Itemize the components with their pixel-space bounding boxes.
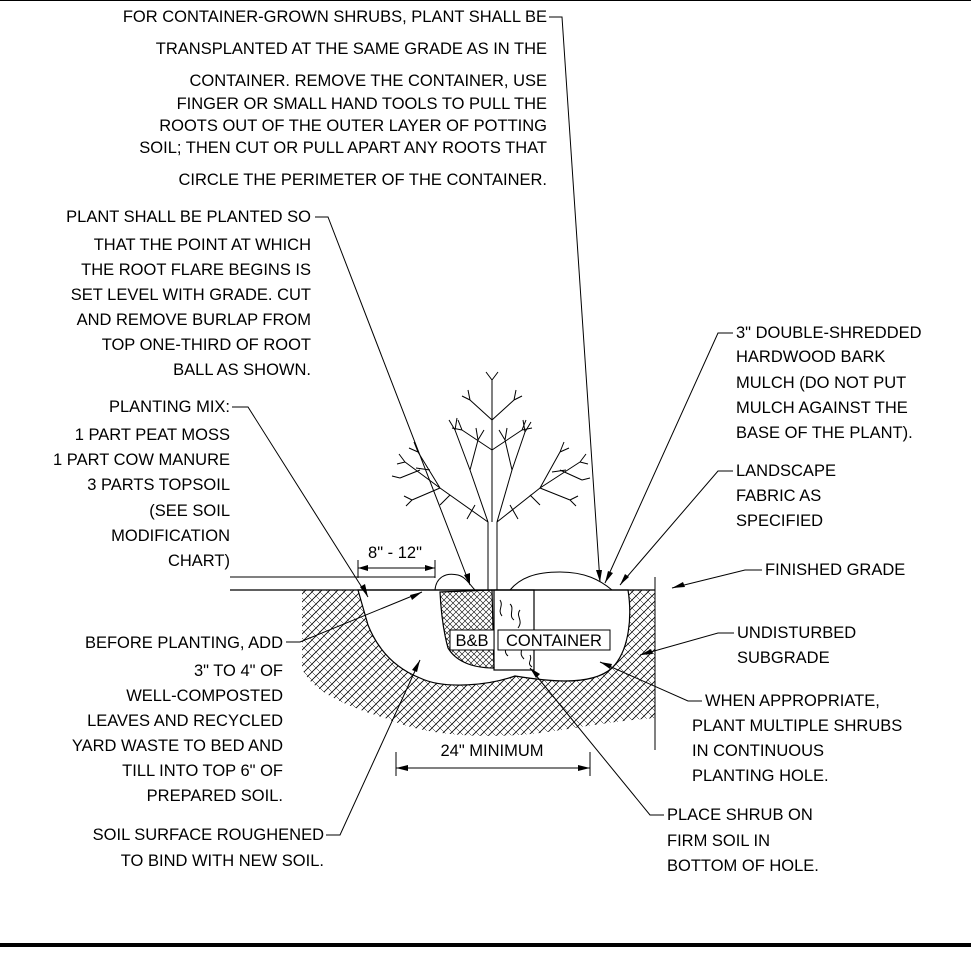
note-fabric: LANDSCAPE FABRIC AS SPECIFIED [736, 462, 836, 530]
note-line: BEFORE PLANTING, ADD [85, 634, 283, 652]
note-line: IN CONTINUOUS [692, 742, 824, 760]
dimension-top: 8" - 12" [357, 544, 436, 578]
note-container-grown: FOR CONTAINER-GROWN SHRUBS, PLANT SHALL … [123, 8, 547, 189]
note-line: PLANTING HOLE. [692, 767, 829, 785]
note-place-shrub: PLACE SHRUB ON FIRM SOIL IN BOTTOM OF HO… [667, 806, 819, 875]
note-line: 3" TO 4" OF [194, 662, 283, 680]
note-line: THE ROOT FLARE BEGINS IS [81, 261, 311, 279]
note-line: LANDSCAPE [736, 462, 836, 480]
note-line: FINGER OR SMALL HAND TOOLS TO PULL THE [177, 95, 547, 113]
note-line: PLANT SHALL BE PLANTED SO [66, 208, 311, 226]
note-line: FIRM SOIL IN [667, 832, 770, 850]
shrub-illustration [391, 371, 591, 590]
note-root-flare: PLANT SHALL BE PLANTED SO THAT THE POINT… [66, 208, 311, 379]
note-line: SOIL; THEN CUT OR PULL APART ANY ROOTS T… [139, 139, 547, 157]
note-line: 3" DOUBLE-SHREDDED [736, 324, 922, 342]
note-line: CHART) [168, 552, 230, 570]
note-line: FABRIC AS [736, 487, 821, 505]
note-undisturbed: UNDISTURBED SUBGRADE [737, 624, 856, 667]
note-line: TOP ONE-THIRD OF ROOT [102, 336, 311, 354]
note-line: THAT THE POINT AT WHICH [94, 236, 311, 254]
container-label-box [497, 629, 611, 651]
note-finished-grade: FINISHED GRADE [765, 561, 905, 579]
note-line: PREPARED SOIL. [147, 787, 283, 805]
note-line: MULCH (DO NOT PUT [736, 374, 906, 392]
note-line: CONTAINER. REMOVE THE CONTAINER, USE [189, 72, 547, 90]
note-line: FOR CONTAINER-GROWN SHRUBS, PLANT SHALL … [123, 8, 547, 26]
note-planting-mix: PLANTING MIX: 1 PART PEAT MOSS 1 PART CO… [53, 398, 230, 570]
note-before-planting: BEFORE PLANTING, ADD 3" TO 4" OF WELL-CO… [72, 634, 283, 805]
mulch-layer [434, 571, 613, 591]
dimension-bottom: 24" MINIMUM [395, 742, 591, 776]
container-label: CONTAINER [506, 632, 602, 650]
note-multiple-shrubs: WHEN APPROPRIATE, PLANT MULTIPLE SHRUBS … [692, 692, 902, 785]
dimension-bottom-label: 24" MINIMUM [440, 742, 543, 760]
note-line: BOTTOM OF HOLE. [667, 857, 819, 875]
note-line: ROOTS OUT OF THE OUTER LAYER OF POTTING [159, 117, 547, 135]
leader-lines [232, 16, 762, 836]
note-line: HARDWOOD BARK [736, 348, 885, 366]
note-line: BASE OF THE PLANT). [736, 424, 913, 442]
note-line: TILL INTO TOP 6" OF [122, 762, 283, 780]
bb-label: B&B [455, 632, 488, 650]
note-line: YARD WASTE TO BED AND [72, 737, 283, 755]
note-line: LEAVES AND RECYCLED [87, 712, 283, 730]
note-mulch: 3" DOUBLE-SHREDDED HARDWOOD BARK MULCH (… [736, 324, 922, 442]
note-line: TO BIND WITH NEW SOIL. [121, 852, 324, 870]
note-line: 3 PARTS TOPSOIL [87, 476, 230, 494]
note-line: SET LEVEL WITH GRADE. CUT [71, 286, 311, 304]
note-soil-surface: SOIL SURFACE ROUGHENED TO BIND WITH NEW … [93, 826, 324, 870]
note-line: CIRCLE THE PERIMETER OF THE CONTAINER. [178, 171, 547, 189]
note-line: UNDISTURBED [737, 624, 856, 642]
note-line: MULCH AGAINST THE [736, 399, 908, 417]
note-line: WHEN APPROPRIATE, [705, 692, 880, 710]
note-line: SOIL SURFACE ROUGHENED [93, 826, 324, 844]
note-line: PLACE SHRUB ON [667, 806, 813, 824]
note-line: PLANT MULTIPLE SHRUBS [692, 717, 902, 735]
note-line: 1 PART PEAT MOSS [75, 426, 230, 444]
note-line: FINISHED GRADE [765, 561, 905, 579]
note-line: PLANTING MIX: [109, 398, 230, 416]
note-line: BALL AS SHOWN. [173, 361, 311, 379]
note-line: WELL-COMPOSTED [126, 687, 283, 705]
note-line: MODIFICATION [111, 527, 230, 545]
note-line: AND REMOVE BURLAP FROM [77, 311, 311, 329]
note-line: 1 PART COW MANURE [53, 451, 230, 469]
bb-label-box [449, 629, 495, 651]
note-line: (SEE SOIL [149, 502, 230, 520]
dimension-top-label: 8" - 12" [368, 544, 422, 562]
note-line: SPECIFIED [736, 512, 823, 530]
note-line: TRANSPLANTED AT THE SAME GRADE AS IN THE [156, 40, 547, 58]
note-line: SUBGRADE [737, 649, 830, 667]
